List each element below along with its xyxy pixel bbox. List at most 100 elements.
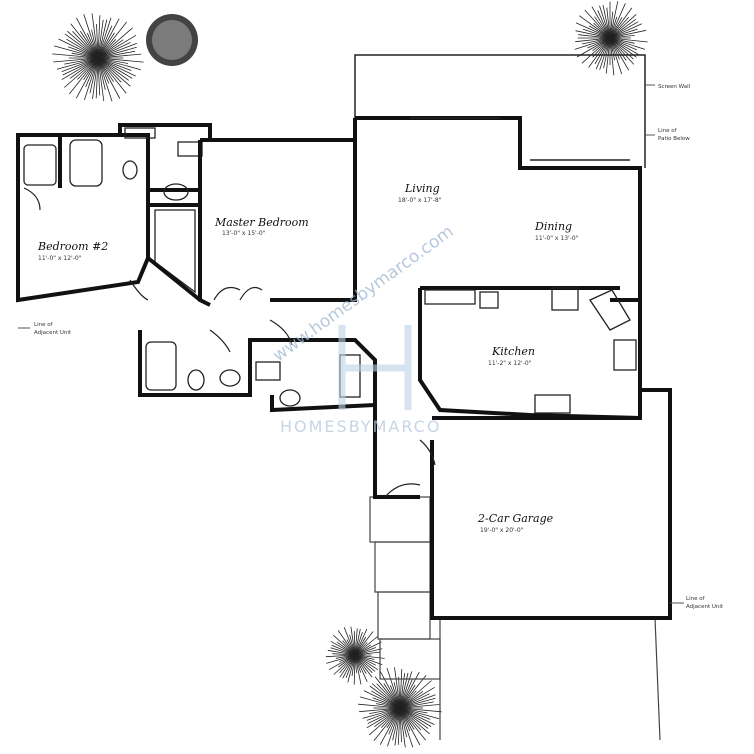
- tree-ray: [369, 685, 401, 709]
- tree-ray: [605, 37, 611, 74]
- tree-ray: [354, 648, 383, 656]
- tree-ray: [61, 57, 99, 72]
- tree-ray: [53, 57, 99, 63]
- tree-ray: [67, 30, 99, 59]
- tree-ray: [383, 683, 401, 709]
- tree-ray: [594, 16, 611, 39]
- tree-ray: [368, 707, 401, 736]
- room-label-garage: 2-Car Garage: [477, 512, 554, 525]
- tree-ray: [599, 5, 611, 39]
- tree-ray: [399, 707, 435, 725]
- tree-ray: [399, 707, 414, 748]
- tree-ray: [97, 27, 133, 59]
- tree-ray: [374, 676, 401, 709]
- tree-ray: [89, 57, 99, 94]
- tree-ray: [336, 641, 356, 656]
- tree-ray: [354, 654, 379, 671]
- tree-ray: [66, 38, 99, 59]
- tree-ray: [609, 37, 637, 58]
- tree-ray: [97, 19, 108, 59]
- tree-ray: [64, 57, 99, 65]
- tree-ray: [95, 57, 99, 99]
- tree-ray: [609, 37, 637, 51]
- tree-ray: [97, 50, 136, 59]
- tree-ray: [359, 696, 401, 709]
- tree-ray: [609, 37, 615, 76]
- tree-ray: [399, 671, 413, 709]
- kitchen-fridge: [613, 339, 637, 371]
- tree-ray: [350, 626, 356, 656]
- tree-ray: [97, 18, 120, 59]
- tree-ray: [399, 678, 413, 709]
- tree-ray: [97, 57, 122, 83]
- tree-top-right: [574, 1, 648, 76]
- tree-ray: [328, 654, 356, 671]
- tree-ray: [61, 57, 99, 81]
- tree-ray: [609, 1, 619, 39]
- tree-ray: [369, 707, 401, 714]
- tree-ray: [599, 37, 611, 70]
- tree-ray: [97, 39, 124, 59]
- note-line-of-patio: Line of: [658, 128, 678, 134]
- tree-ray: [354, 635, 379, 656]
- tree-ray: [97, 57, 121, 99]
- tree-ray: [354, 654, 373, 678]
- note-line-of-bedroom-2: Adjacent Unit: [34, 330, 72, 336]
- hall-door-1: [209, 329, 231, 353]
- tree-ray: [333, 654, 356, 675]
- tree-ray: [351, 654, 356, 677]
- room-dims-kitchen: 11'-2" x 12'-0": [488, 360, 532, 367]
- tree-ray: [394, 667, 401, 709]
- tree-ray: [354, 654, 383, 666]
- tree-ray: [325, 654, 356, 658]
- note-line-of-bedroom: Line of: [34, 322, 54, 328]
- tree-ray: [397, 707, 401, 745]
- tree-ray: [398, 676, 401, 709]
- tree-ray: [62, 57, 99, 76]
- tree-ray: [97, 17, 112, 59]
- tree-ray: [69, 57, 99, 79]
- tree-ray: [52, 53, 99, 59]
- watermark-url: www.homesbymarco.com: [269, 222, 457, 366]
- tree-ray: [609, 17, 623, 39]
- tree-ray: [609, 7, 633, 39]
- tree-ray: [333, 634, 356, 656]
- room-label-bedroom2: Bedroom #2: [37, 240, 108, 253]
- tree-ray: [579, 15, 611, 39]
- tree-ray: [399, 707, 422, 731]
- room-label-kitchen: Kitchen: [491, 345, 535, 358]
- room-dims-living: 18'-0" x 17'-8": [398, 197, 442, 204]
- tree-ray: [91, 29, 99, 59]
- tree-ray: [97, 19, 104, 59]
- watermark-logo-icon: [338, 325, 412, 410]
- tree-ray: [602, 5, 611, 39]
- tree-ray: [584, 9, 611, 39]
- tree-ray: [354, 651, 381, 656]
- room-dims-bedroom2: 11'-0" x 12'-0": [38, 255, 82, 262]
- room-dims-dining: 11'-0" x 13'-0": [535, 235, 579, 242]
- tree-ray: [97, 32, 115, 59]
- tree-ray: [87, 33, 99, 59]
- tree-ray: [64, 57, 99, 88]
- tree-ray: [374, 707, 401, 728]
- tree-ray: [609, 16, 630, 39]
- master-tub: [163, 183, 189, 201]
- tree-ray: [354, 654, 376, 672]
- wall-bedroom2: [16, 133, 150, 303]
- tree-ray: [83, 14, 99, 59]
- tree-ray: [354, 628, 361, 656]
- tree-ray: [330, 647, 356, 656]
- tree-ray: [399, 680, 432, 709]
- tree-ray: [366, 707, 401, 721]
- tree-ray: [92, 57, 99, 99]
- tree-ray: [354, 654, 368, 682]
- tree-ray: [399, 707, 429, 729]
- tree-ray: [97, 25, 113, 59]
- tree-ray: [72, 31, 99, 59]
- tree-ray: [394, 707, 401, 746]
- tree-ray: [97, 57, 110, 84]
- laundry-washer: [255, 361, 281, 381]
- tree-ray: [386, 667, 401, 709]
- note-line-of-patio-2: Patio Below: [658, 136, 690, 142]
- tree-ray: [354, 647, 377, 656]
